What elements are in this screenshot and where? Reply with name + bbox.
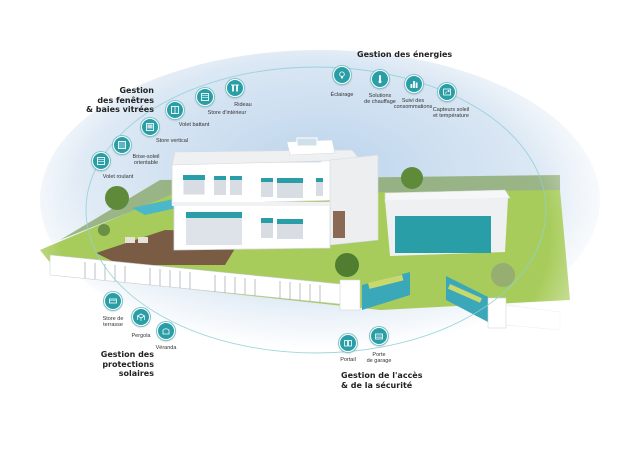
label-vertical-blind: Store vertical [155, 138, 189, 144]
label-pergola: Pergola [131, 333, 151, 339]
label-veranda: Véranda [155, 345, 177, 351]
group-title-access: Gestion de l'accès & de la sécurité [341, 371, 423, 390]
veranda-icon[interactable] [157, 322, 175, 340]
label-adjustable-louver: Brise-soleil orientable [132, 154, 160, 167]
label-consumption: Suivi des consommations [393, 98, 433, 111]
adjustable-louver-icon[interactable] [113, 136, 131, 154]
sun-temperature-sensor-icon[interactable] [438, 83, 456, 101]
label-garage-door: Porte de garage [366, 352, 392, 365]
label-terrace-awning: Store de terrasse [102, 316, 124, 329]
label-heating: Solutions de chauffage [364, 93, 396, 106]
group-title-windows: Gestion des fenêtres & baies vitrées [86, 86, 154, 115]
label-lighting: Éclairage [330, 92, 354, 98]
group-title-energy: Gestion des énergies [357, 50, 453, 59]
label-sun-temperature: Capteurs soleil et température [432, 107, 470, 120]
roller-shutter-icon[interactable] [92, 152, 110, 170]
curtain-icon[interactable] [226, 79, 244, 97]
lightbulb-icon[interactable] [333, 66, 351, 84]
label-gate: Portail [340, 357, 356, 363]
gate-icon[interactable] [339, 334, 357, 352]
heating-icon[interactable] [371, 70, 389, 88]
pergola-icon[interactable] [132, 308, 150, 326]
garage-door-icon[interactable] [370, 327, 388, 345]
label-interior-blind: Store d'intérieur [207, 110, 247, 116]
label-roller-shutter: Volet roulant [102, 174, 134, 180]
group-title-solar: Gestion des protections solaires [100, 350, 154, 379]
interior-blind-icon[interactable] [196, 88, 214, 106]
hinged-shutter-icon[interactable] [166, 101, 184, 119]
vertical-blind-icon[interactable] [141, 118, 159, 136]
consumption-chart-icon[interactable] [405, 75, 423, 93]
label-curtain: Rideau [234, 102, 252, 108]
label-hinged-shutter: Volet battant [178, 122, 210, 128]
terrace-awning-icon[interactable] [104, 292, 122, 310]
